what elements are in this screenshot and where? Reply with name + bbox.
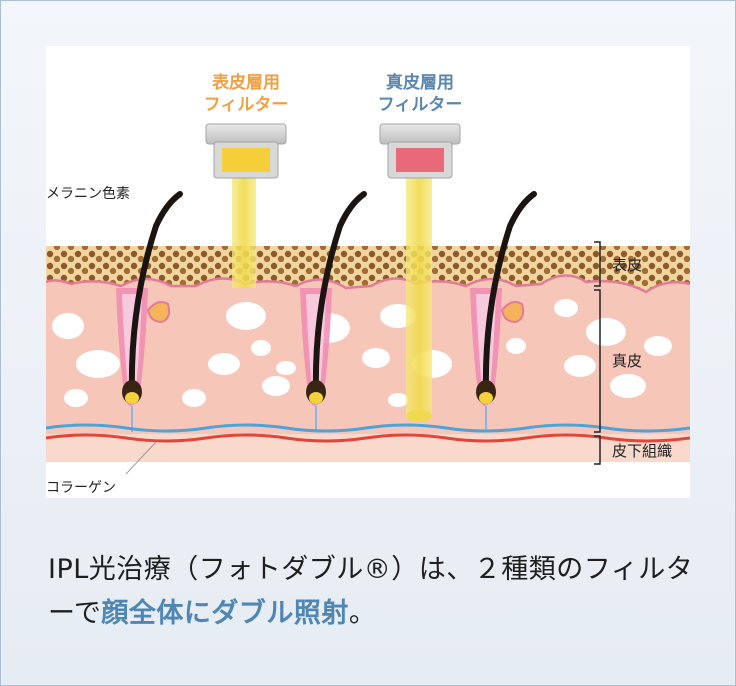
subcutis-label: 皮下組織	[612, 442, 672, 460]
dermis-filter-label-1: 真皮層用	[386, 72, 454, 93]
epidermis-filter-head	[205, 123, 287, 179]
dermis-filter-label-2: フィルター	[378, 95, 463, 115]
epidermis-label: 表皮	[612, 256, 642, 274]
melanin-label: メラニン色素	[46, 185, 130, 202]
skin-diagram: 表皮層用 フィルター 真皮層用 フィルター メラニン色素 コラーゲン 表皮 真皮…	[46, 72, 690, 496]
blood-vessel-blue	[46, 423, 690, 433]
blood-vessel-red	[46, 433, 690, 443]
caption: IPL光治療（フォトダブル®）は、２種類のフィルターで顔全体にダブル照射。	[48, 548, 698, 636]
caption-text: IPL光治療（フォトダブル®）は、２種類のフィルターで	[48, 554, 694, 629]
collagen-label: コラーゲン	[46, 480, 116, 496]
layer-brackets	[594, 241, 601, 465]
dermis-filter-head	[379, 123, 461, 179]
epidermis-filter-label-1: 表皮層用	[212, 72, 280, 93]
skin-diagram-panel: 表皮層用 フィルター 真皮層用 フィルター メラニン色素 コラーゲン 表皮 真皮…	[46, 46, 690, 498]
epidermis-beam	[232, 178, 256, 288]
epidermis-filter-label-2: フィルター	[204, 95, 289, 115]
dermis-label: 真皮	[612, 352, 642, 370]
hair-follicle	[470, 191, 537, 432]
hair-follicle	[116, 191, 183, 432]
caption-highlight: 顔全体にダブル照射	[101, 598, 349, 629]
caption-end: 。	[348, 598, 377, 629]
hair-follicle	[300, 191, 367, 432]
dermis-beam	[406, 178, 432, 418]
